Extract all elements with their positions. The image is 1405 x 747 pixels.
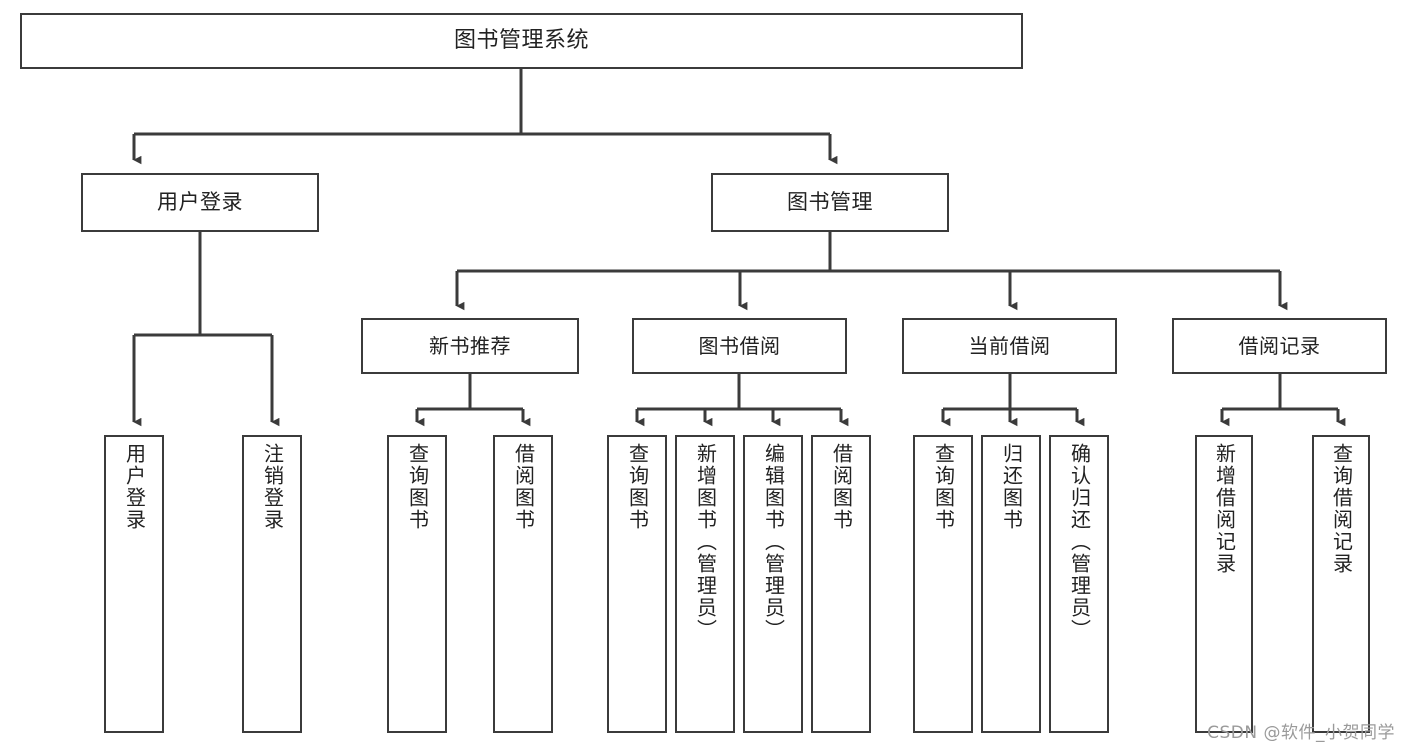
node-label: 查询图书 (405, 443, 430, 531)
leaf-borrow-books[interactable]: 借阅图书 (811, 435, 871, 733)
node-label: 新增借阅记录 (1212, 443, 1237, 575)
node-label: 当前借阅 (968, 333, 1051, 358)
leaf-add-book-admin[interactable]: 新增图书（管理员） (675, 435, 735, 733)
leaf-user-login[interactable]: 用户登录 (104, 435, 164, 733)
node-label: 新增图书（管理员） (693, 443, 718, 641)
leaf-query-books-borrow[interactable]: 查询图书 (607, 435, 667, 733)
node-label: 用户登录 (122, 443, 147, 531)
leaf-add-borrow-record[interactable]: 新增借阅记录 (1195, 435, 1253, 733)
node-label: 借阅图书 (829, 443, 854, 531)
node-book-borrowing[interactable]: 图书借阅 (632, 318, 847, 374)
node-label: 借阅图书 (511, 443, 536, 531)
csdn-watermark: CSDN @软件_小贺同学 (1207, 723, 1395, 743)
node-label: 查询借阅记录 (1329, 443, 1354, 575)
node-label: 编辑图书（管理员） (761, 443, 786, 641)
leaf-query-borrow-record[interactable]: 查询借阅记录 (1312, 435, 1370, 733)
node-label: 查询图书 (931, 443, 956, 531)
node-label: 用户登录 (157, 190, 243, 215)
node-label: 借阅记录 (1238, 333, 1321, 358)
node-user-login[interactable]: 用户登录 (81, 173, 319, 232)
leaf-query-books-current[interactable]: 查询图书 (913, 435, 973, 733)
node-book-management[interactable]: 图书管理 (711, 173, 949, 232)
leaf-logout[interactable]: 注销登录 (242, 435, 302, 733)
node-borrowing-records[interactable]: 借阅记录 (1172, 318, 1387, 374)
node-label: 确认归还（管理员） (1067, 443, 1092, 641)
node-current-borrowing[interactable]: 当前借阅 (902, 318, 1117, 374)
leaf-borrow-books-new[interactable]: 借阅图书 (493, 435, 553, 733)
node-label: 图书借阅 (698, 333, 781, 358)
node-label: 新书推荐 (429, 333, 511, 358)
leaf-query-books-new[interactable]: 查询图书 (387, 435, 447, 733)
node-root-book-management-system[interactable]: 图书管理系统 (20, 13, 1023, 69)
node-label: 归还图书 (999, 443, 1024, 531)
node-new-book-recommendation[interactable]: 新书推荐 (361, 318, 579, 374)
node-label: 注销登录 (260, 443, 285, 531)
node-label: 图书管理系统 (453, 28, 589, 54)
leaf-return-books[interactable]: 归还图书 (981, 435, 1041, 733)
leaf-confirm-return-admin[interactable]: 确认归还（管理员） (1049, 435, 1109, 733)
node-label: 图书管理 (787, 190, 873, 215)
leaf-edit-book-admin[interactable]: 编辑图书（管理员） (743, 435, 803, 733)
node-label: 查询图书 (625, 443, 650, 531)
